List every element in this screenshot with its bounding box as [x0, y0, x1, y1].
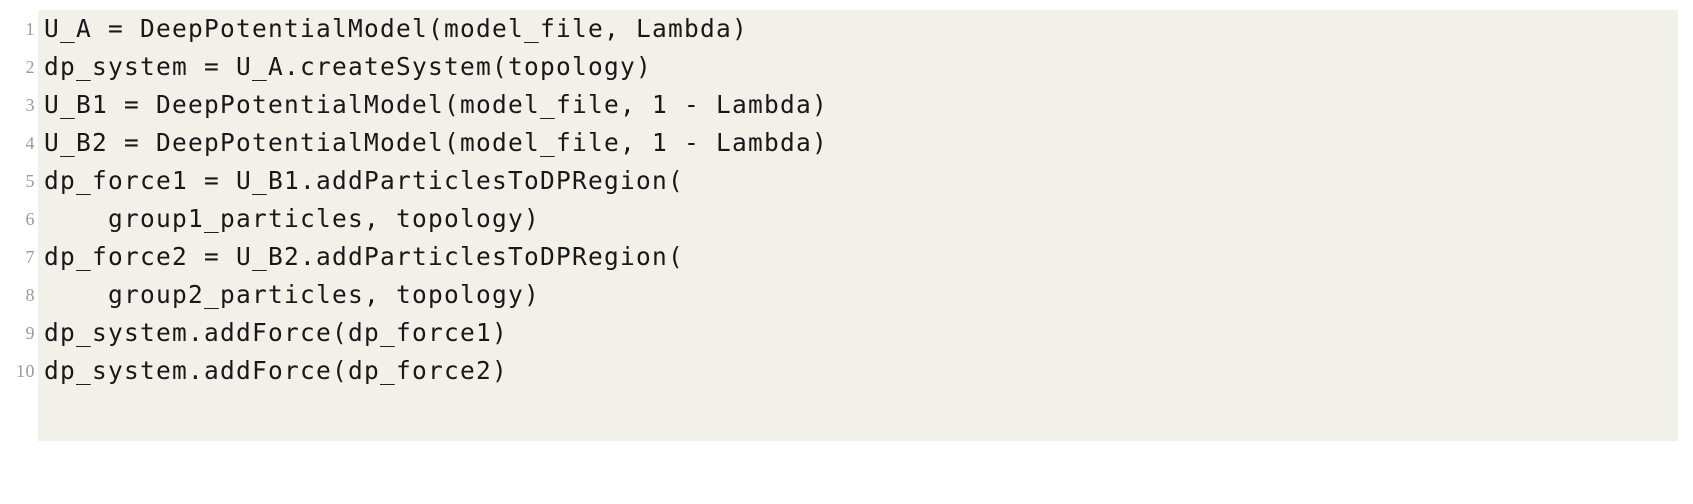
line-number: 10: [16, 361, 35, 381]
line-code: U_A = DeepPotentialModel(model_file, Lam…: [44, 14, 749, 43]
line-code: group1_particles, topology): [44, 204, 541, 233]
code-line: 8 group2_particles, topology): [0, 276, 1693, 314]
line-number: 6: [25, 209, 35, 229]
line-code: U_B1 = DeepPotentialModel(model_file, 1 …: [44, 90, 829, 119]
line-code: dp_force2 = U_B2.addParticlesToDPRegion(: [44, 242, 685, 271]
line-code: dp_system = U_A.createSystem(topology): [44, 52, 653, 81]
line-number: 9: [25, 323, 35, 343]
code-listing: 1 U_A = DeepPotentialModel(model_file, L…: [0, 10, 1693, 441]
line-number: 5: [25, 171, 35, 191]
line-code: group2_particles, topology): [44, 280, 541, 309]
code-line: 2 dp_system = U_A.createSystem(topology): [0, 48, 1693, 86]
code-line: 10 dp_system.addForce(dp_force2): [0, 352, 1693, 390]
code-line: 1 U_A = DeepPotentialModel(model_file, L…: [0, 10, 1693, 48]
code-line: 7 dp_force2 = U_B2.addParticlesToDPRegio…: [0, 238, 1693, 276]
line-code: U_B2 = DeepPotentialModel(model_file, 1 …: [44, 128, 829, 157]
line-number: 7: [25, 247, 35, 267]
code-line: 6 group1_particles, topology): [0, 200, 1693, 238]
line-number: 8: [25, 285, 35, 305]
line-number-gutter: [0, 10, 38, 441]
line-number: 3: [25, 95, 35, 115]
line-code: dp_system.addForce(dp_force2): [44, 356, 509, 385]
code-line: 4 U_B2 = DeepPotentialModel(model_file, …: [0, 124, 1693, 162]
code-line: 9 dp_system.addForce(dp_force1): [0, 314, 1693, 352]
code-line: 5 dp_force1 = U_B1.addParticlesToDPRegio…: [0, 162, 1693, 200]
line-code: dp_system.addForce(dp_force1): [44, 318, 509, 347]
code-line: 3 U_B1 = DeepPotentialModel(model_file, …: [0, 86, 1693, 124]
line-number: 2: [25, 57, 35, 77]
line-number: 1: [25, 19, 35, 39]
line-number: 4: [25, 133, 35, 153]
line-code: dp_force1 = U_B1.addParticlesToDPRegion(: [44, 166, 685, 195]
code-lines-container: 1 U_A = DeepPotentialModel(model_file, L…: [0, 10, 1693, 390]
code-panel-background: [38, 10, 1678, 441]
